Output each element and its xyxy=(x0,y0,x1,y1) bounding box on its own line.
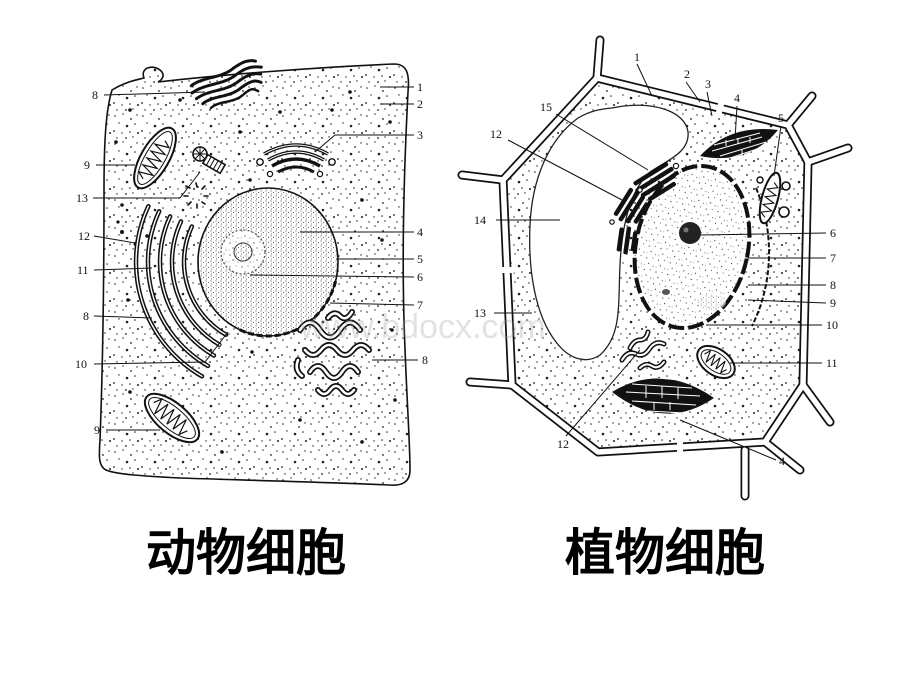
centrosome xyxy=(183,146,227,209)
plant-smooth-er xyxy=(619,329,667,371)
mitochondrion-upper xyxy=(756,171,791,225)
plant-label: 12 xyxy=(490,127,502,141)
plant-label: 1 xyxy=(634,50,640,64)
animal-label: 4 xyxy=(417,225,423,239)
smooth-endoplasmic-reticulum xyxy=(293,309,372,397)
plant-callout-labels: 1 2 3 4 5 15 12 14 6 7 8 9 13 10 11 12 4 xyxy=(474,50,838,468)
animal-cell-caption: 动物细胞 xyxy=(146,524,346,582)
mitochondrion-lower xyxy=(696,344,736,380)
animal-label: 9 xyxy=(84,158,90,172)
animal-label: 8 xyxy=(422,353,428,367)
animal-label: 1 xyxy=(417,80,423,94)
animal-label: 13 xyxy=(76,191,88,205)
plant-golgi-apparatus xyxy=(609,161,680,255)
animal-label: 12 xyxy=(78,229,90,243)
plant-label: 14 xyxy=(474,213,486,227)
plant-label: 5 xyxy=(778,111,784,125)
plant-label: 9 xyxy=(830,296,836,310)
plant-cell-diagram: 1 2 3 4 5 15 12 14 6 7 8 9 13 10 11 12 4 xyxy=(457,35,853,501)
animal-cell-diagram: 8 1 2 9 3 13 4 12 5 11 6 7 8 10 8 9 xyxy=(75,59,428,486)
plant-label: 3 xyxy=(705,77,711,91)
plant-label: 7 xyxy=(830,251,836,265)
plant-label: 4 xyxy=(734,91,740,105)
animal-label: 8 xyxy=(92,88,98,102)
animal-label: 10 xyxy=(75,357,87,371)
plant-label: 15 xyxy=(540,100,552,114)
watermark: www.bdocx.com xyxy=(299,308,546,346)
animal-label: 6 xyxy=(417,270,423,284)
chloroplast-top xyxy=(700,129,778,159)
mitochondrion-bottom xyxy=(143,392,201,444)
plant-label: 11 xyxy=(826,356,838,370)
plant-label: 6 xyxy=(830,226,836,240)
plant-cell-caption: 植物细胞 xyxy=(565,524,765,582)
animal-label: 3 xyxy=(417,128,423,142)
animal-label: 11 xyxy=(77,263,89,277)
central-vacuole xyxy=(529,104,689,361)
cell-walls xyxy=(457,35,853,501)
plant-label: 2 xyxy=(684,67,690,81)
golgi-apparatus-top xyxy=(189,59,264,110)
plant-leader-lines xyxy=(494,63,827,461)
animal-label: 2 xyxy=(417,97,423,111)
plant-label: 12 xyxy=(557,437,569,451)
plant-label: 4 xyxy=(779,454,785,468)
animal-label: 8 xyxy=(83,309,89,323)
animal-label: 7 xyxy=(417,298,423,312)
plant-label: 13 xyxy=(474,306,486,320)
mitochondrion-top xyxy=(133,126,177,190)
animal-callout-labels: 8 1 2 9 3 13 4 12 5 11 6 7 8 10 8 9 xyxy=(75,80,428,437)
rough-endoplasmic-reticulum xyxy=(133,203,229,379)
golgi-apparatus xyxy=(256,143,336,178)
chloroplast-bottom xyxy=(612,376,714,414)
plant-label: 8 xyxy=(830,278,836,292)
plasmodesmata xyxy=(500,100,725,454)
nuclear-envelope xyxy=(632,163,752,331)
plant-label: 10 xyxy=(826,318,838,332)
animal-leader-lines xyxy=(93,86,418,431)
animal-label: 5 xyxy=(417,252,423,266)
plant-nucleus xyxy=(632,163,752,331)
cytoplasm-granules xyxy=(114,90,397,454)
animal-nucleus xyxy=(197,187,339,338)
animal-label: 9 xyxy=(94,423,100,437)
nucleolus xyxy=(679,222,701,244)
